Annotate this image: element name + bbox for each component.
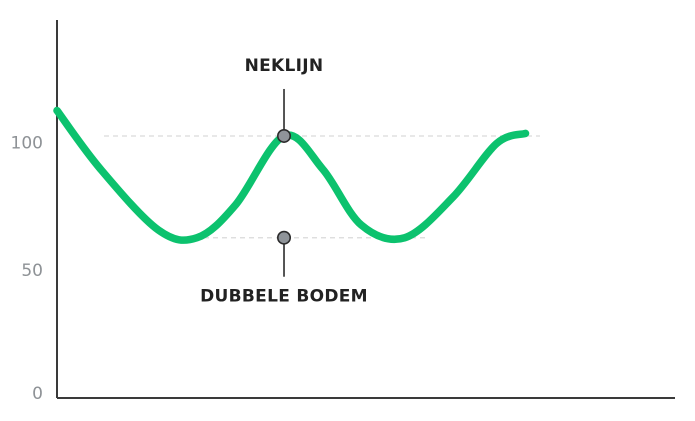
y-tick-label: 0 — [32, 384, 43, 404]
y-tick-label: 100 — [11, 134, 43, 154]
guide-lines — [104, 135, 540, 239]
annotations: NEKLIJN DUBBELE BODEM — [200, 56, 368, 307]
price-line — [53, 106, 530, 244]
annotation-label: NEKLIJN — [245, 56, 324, 76]
y-tick-labels: 0 50 100 — [11, 134, 43, 404]
annotation-label: DUBBELE BODEM — [200, 287, 368, 307]
y-tick-label: 50 — [21, 261, 43, 281]
annotation-marker — [277, 128, 292, 143]
annotation-marker — [277, 230, 292, 245]
